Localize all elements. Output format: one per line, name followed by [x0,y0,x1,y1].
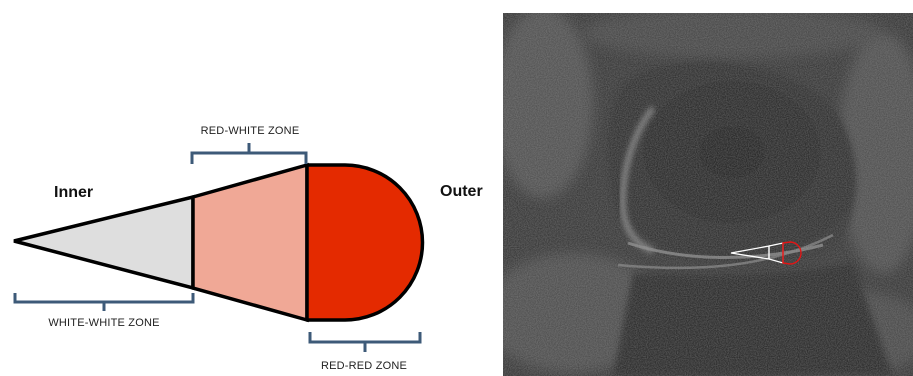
white-white-zone-label: WHITE-WHITE ZONE [48,317,159,329]
red-red-zone-bracket [310,332,420,352]
red-white-zone-bracket [192,143,306,164]
red-red-zone-shape [307,165,423,320]
white-white-zone-bracket [15,293,193,311]
red-white-zone-shape [193,165,307,320]
outer-label: Outer [440,183,483,200]
red-white-zone-label: RED-WHITE ZONE [201,125,300,137]
inner-label: Inner [54,184,93,201]
white-white-zone-shape [14,197,193,288]
red-red-zone-label: RED-RED ZONE [321,360,407,372]
knee-mri-image [503,13,913,376]
